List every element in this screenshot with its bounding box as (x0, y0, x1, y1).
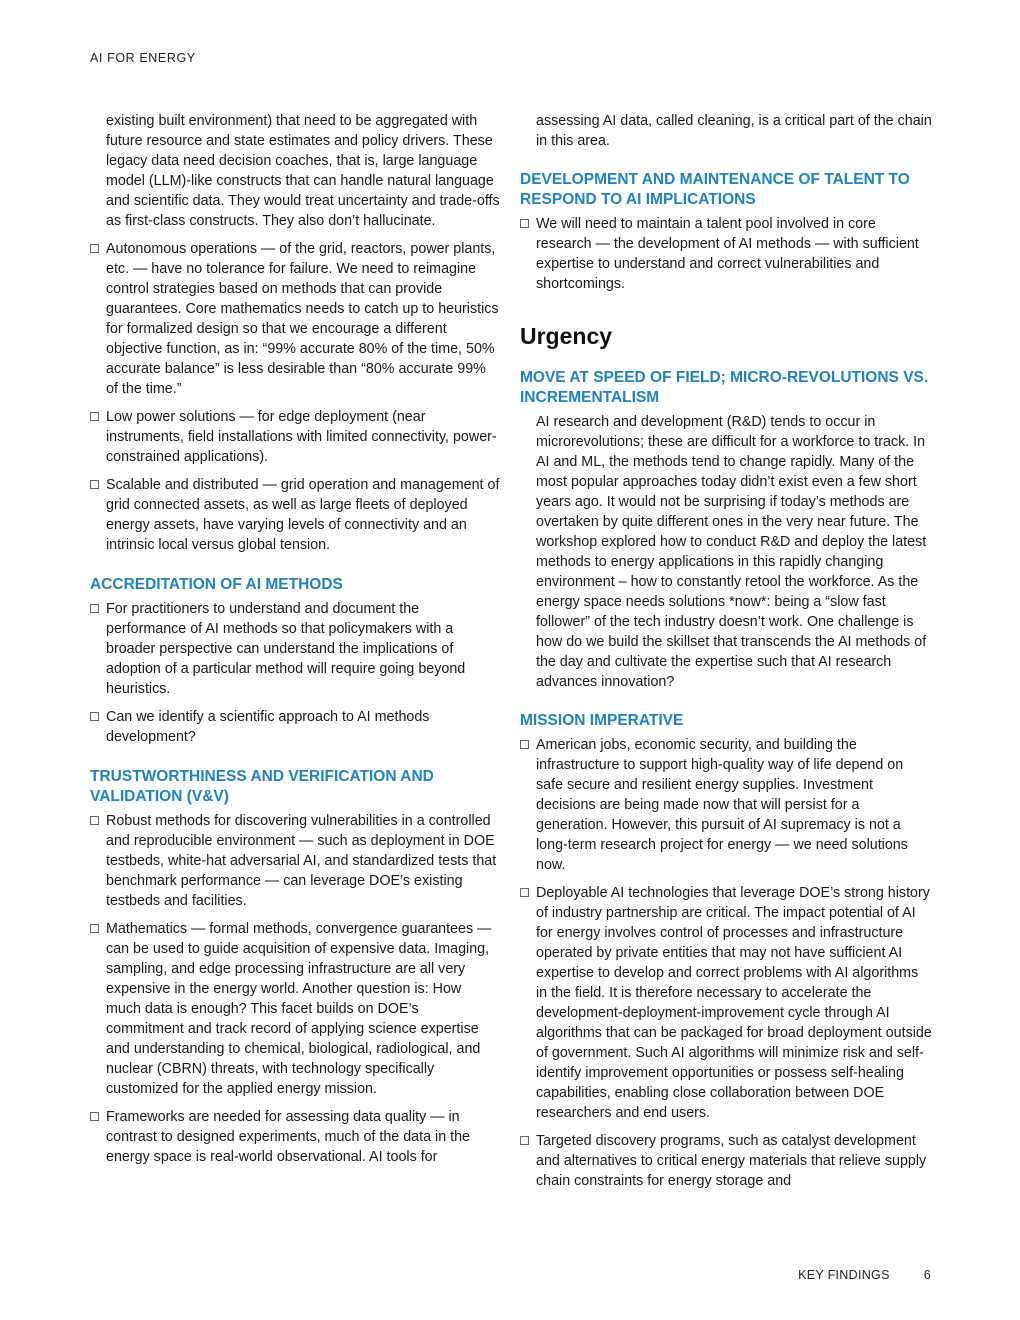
talent-heading: DEVELOPMENT AND MAINTENANCE OF TALENT TO… (520, 171, 910, 208)
list-item: Can we identify a scientific approach to… (90, 707, 500, 747)
page-footer: KEY FINDINGS 6 (798, 1268, 931, 1282)
page-number: 6 (923, 1268, 931, 1282)
list-item: Frameworks are needed for assessing data… (90, 1107, 500, 1167)
checkbox-bullet-icon (90, 1112, 99, 1121)
right-continuation: assessing AI data, called cleaning, is a… (536, 113, 932, 149)
checkbox-bullet-icon (90, 816, 99, 825)
list-item: For practitioners to understand and docu… (90, 599, 500, 699)
checkbox-bullet-icon (520, 1136, 529, 1145)
list-item: Deployable AI technologies that leverage… (520, 883, 932, 1123)
checkbox-bullet-icon (90, 480, 99, 489)
list-item: Autonomous operations — of the grid, rea… (90, 239, 500, 399)
urgency-heading: Urgency (520, 323, 613, 349)
speed-paragraph: AI research and development (R&D) tends … (536, 414, 927, 690)
list-item: American jobs, economic security, and bu… (520, 735, 932, 875)
checkbox-bullet-icon (520, 740, 529, 749)
footer-section: KEY FINDINGS (798, 1268, 890, 1282)
checkbox-bullet-icon (90, 604, 99, 613)
accreditation-heading: ACCREDITATION OF AI METHODS (90, 576, 343, 593)
checkbox-bullet-icon (90, 412, 99, 421)
speed-heading: MOVE AT SPEED OF FIELD; MICRO-REVOLUTION… (520, 369, 929, 406)
list-item: We will need to maintain a talent pool i… (520, 214, 932, 294)
trustworthiness-heading: TRUSTWORTHINESS AND VERIFICATION AND VAL… (90, 768, 434, 805)
mission-heading: MISSION IMPERATIVE (520, 712, 684, 729)
list-item: Targeted discovery programs, such as cat… (520, 1131, 932, 1191)
checkbox-bullet-icon (520, 219, 529, 228)
checkbox-bullet-icon (90, 924, 99, 933)
list-item: Mathematics — formal methods, convergenc… (90, 919, 500, 1099)
left-column: existing built environment) that need to… (90, 111, 500, 1175)
checkbox-bullet-icon (90, 712, 99, 721)
checkbox-bullet-icon (90, 244, 99, 253)
right-column: assessing AI data, called cleaning, is a… (520, 111, 932, 1199)
list-item: Robust methods for discovering vulnerabi… (90, 811, 500, 911)
running-header: AI FOR ENERGY (90, 51, 196, 65)
intro-continuation: existing built environment) that need to… (106, 113, 500, 229)
list-item: Low power solutions — for edge deploymen… (90, 407, 500, 467)
list-item: Scalable and distributed — grid operatio… (90, 475, 500, 555)
checkbox-bullet-icon (520, 888, 529, 897)
